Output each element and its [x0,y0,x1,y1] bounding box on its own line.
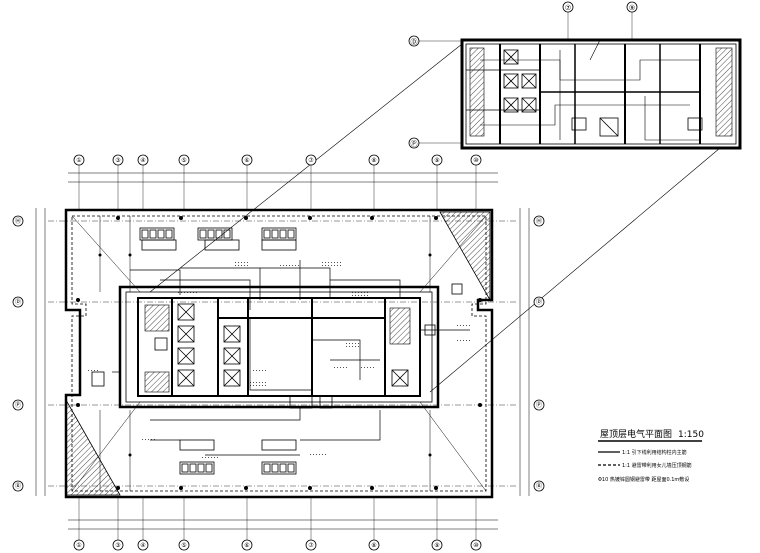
axis-bottom-5: ⑤ [181,542,186,549]
axis-left-D: Ⓓ [15,298,21,306]
axis-top-6: ⑥ [244,157,249,164]
grid-axis-left: Ⓗ Ⓓ Ⓟ Ⓑ [12,215,24,492]
drawing-scale: 1:150 [678,430,704,440]
axis-top-3: ③ [115,157,120,164]
axis-right-B: Ⓑ [536,482,542,490]
legend-item-3: Φ10 热镀锌圆钢避雷带 距屋面0.1m敷设 [598,476,689,483]
inset-axis-7: ⑦ [565,4,571,12]
axis-left-H: Ⓗ [15,217,21,225]
drawing-title: 屋顶层电气平面图 [600,428,672,440]
axis-top-8: ⑧ [371,157,376,164]
axis-bottom-9: ⑨ [434,542,439,549]
inset-axis-9: ⑨ [629,4,635,12]
detail-leader-bottom [429,147,721,393]
axis-top-9: ⑨ [434,157,439,164]
axis-top-1: ① [76,157,81,164]
axis-bottom-7: ⑦ [308,542,314,549]
axis-bottom-4: ④ [140,542,145,549]
axis-bottom-8: ⑧ [371,542,376,549]
axis-top-10: ⑩ [473,157,478,164]
inset-axis-P: Ⓟ [411,140,418,148]
inset-grid-axis-left [408,35,420,149]
grid-axis-right: Ⓗ Ⓓ Ⓟ Ⓑ [533,215,545,492]
axis-bottom-1: ① [76,542,81,549]
axis-right-D: Ⓓ [536,298,542,306]
axis-top-7: ⑦ [308,157,314,164]
inset-axis-D: Ⓓ [411,38,418,46]
grid-axis-top: ① ③ ④ ⑤ ⑥ ⑦ ⑧ ⑨ ⑩ [73,154,482,210]
detail-leader-top [149,43,463,293]
axis-bottom-6: ⑥ [244,542,249,549]
axis-top-4: ④ [140,157,145,164]
axis-left-P: Ⓟ [15,401,21,409]
axis-right-H: Ⓗ [536,217,542,225]
inset-detail-plan: Ⓓ Ⓟ ⑦ ⑨ [408,1,742,150]
axis-bottom-10: ⑩ [473,542,478,549]
axis-bottom-3: ③ [115,542,120,549]
axis-right-P: Ⓟ [536,401,542,409]
drawing-title-block: 屋顶层电气平面图 1:150 1:1 引下线利用结构柱内主筋 1:1 避雷带利用… [598,428,704,483]
main-roof-plan [35,172,530,530]
grid-axis-bottom: ① ③ ④ ⑤ ⑥ ⑦ ⑧ ⑨ ⑩ [73,497,482,551]
axis-left-B: Ⓑ [15,482,21,490]
legend-item-2: 1:1 避雷带利用女儿墙压顶钢筋 [622,462,692,469]
axis-top-5: ⑤ [181,157,186,164]
legend-item-1: 1:1 引下线利用结构柱内主筋 [622,449,687,456]
